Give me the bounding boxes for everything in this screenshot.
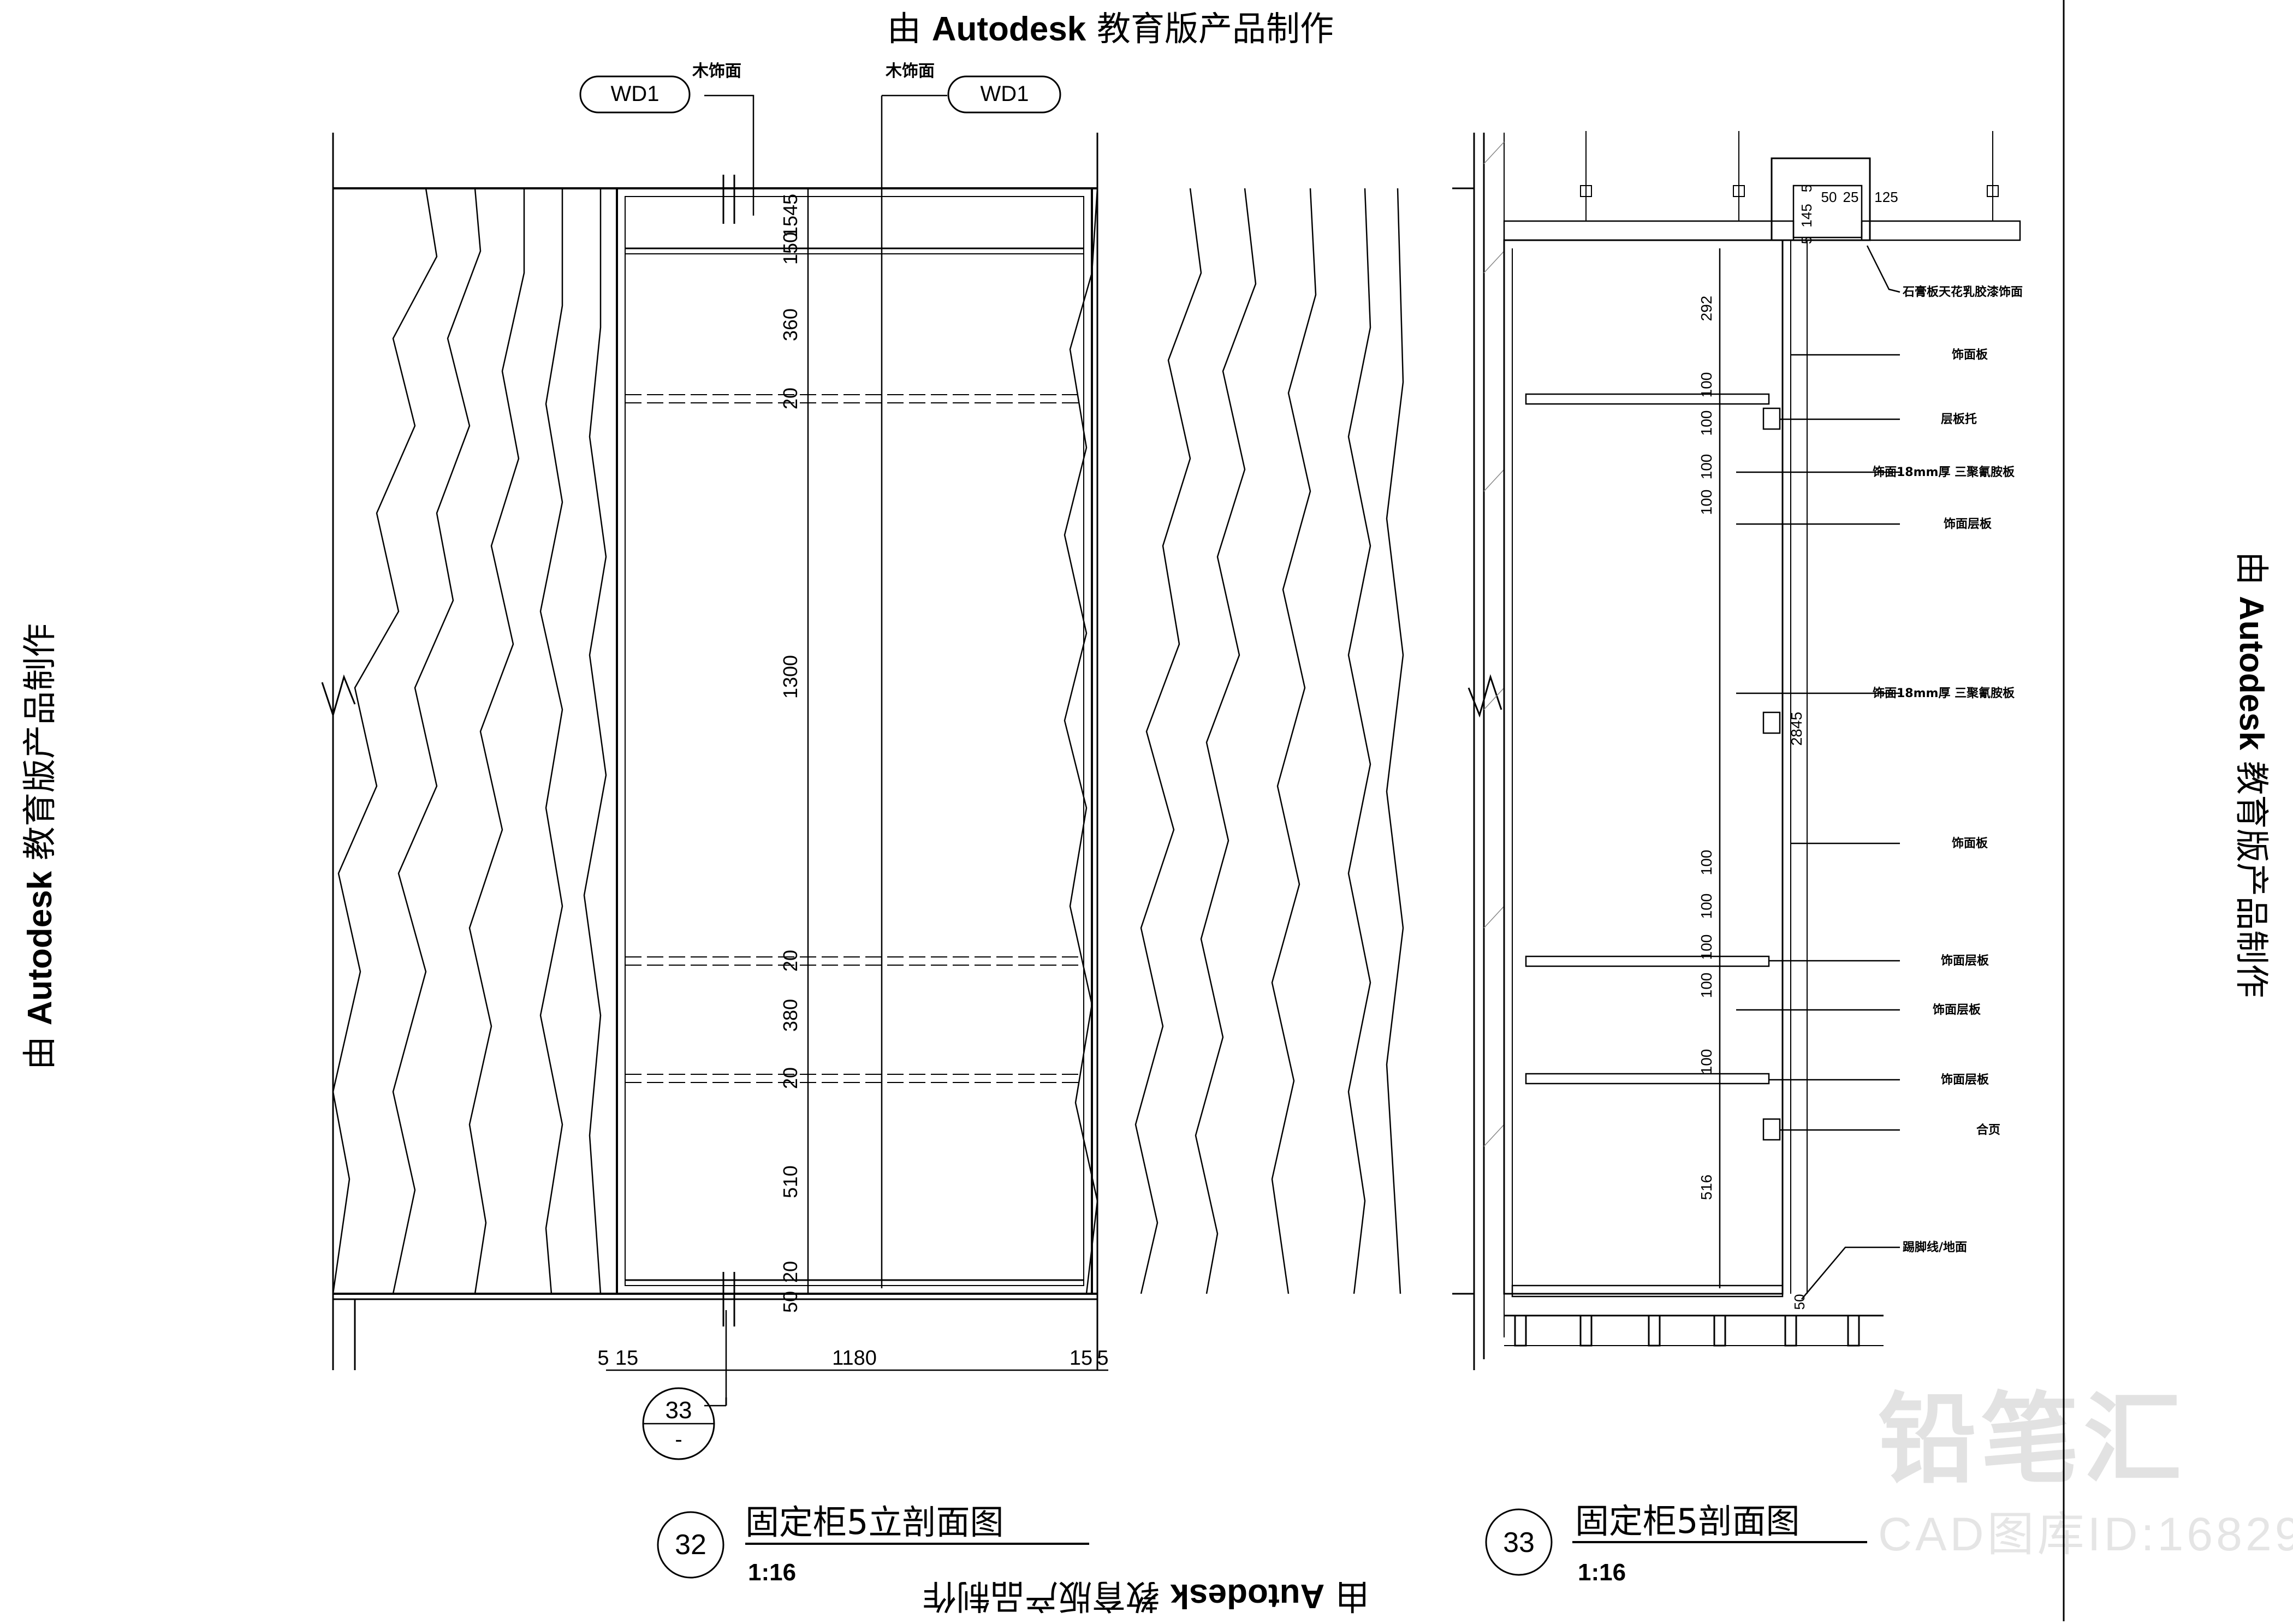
elevation-vertical-dims: 45 15 150 360 20 1300 20 380 20 510 20 5…	[779, 194, 801, 1313]
svg-text:15: 15	[1070, 1347, 1092, 1370]
svg-text:100: 100	[1698, 935, 1715, 960]
svg-text:饰面层板: 饰面层板	[1941, 1073, 1989, 1087]
svg-text:150: 150	[779, 232, 801, 265]
wood-grain-right	[1064, 188, 1404, 1294]
ceiling-box	[1771, 157, 1871, 241]
svg-text:饰面层板: 饰面层板	[1941, 954, 1989, 968]
svg-text:20: 20	[779, 1067, 801, 1089]
svg-text:饰面18mm厚 三聚氰胺板: 饰面18mm厚 三聚氰胺板	[1873, 465, 2015, 479]
section-ref-sheet: -	[675, 1427, 682, 1452]
section-shelves	[1525, 393, 1770, 1085]
svg-text:合页: 合页	[1976, 1123, 2000, 1137]
svg-text:100: 100	[1698, 973, 1715, 998]
svg-text:100: 100	[1698, 454, 1715, 480]
svg-text:5: 5	[1798, 185, 1815, 192]
svg-text:15: 15	[615, 1347, 638, 1370]
svg-text:100: 100	[1698, 850, 1715, 876]
section-ref-number: 33	[666, 1397, 692, 1424]
svg-text:饰面板: 饰面板	[1952, 836, 1988, 850]
title-number-32: 32	[675, 1529, 706, 1561]
svg-text:5: 5	[1798, 236, 1815, 244]
svg-text:100: 100	[1698, 372, 1715, 398]
tag-right-text: WD1	[981, 82, 1029, 106]
svg-text:1180: 1180	[832, 1347, 877, 1370]
elevation-horizontal-dims: 5 15 1180 15 5	[597, 1347, 1108, 1370]
shelf-lines	[625, 394, 1084, 1083]
section-title: 固定柜5剖面图	[1575, 1501, 1799, 1541]
cabinet-inner-frame	[625, 196, 1084, 1286]
svg-text:20: 20	[779, 950, 801, 972]
educational-stamp-bottom: 由 Autodesk 教育版产品制作	[923, 1577, 1369, 1616]
cabinet-section	[1503, 239, 1784, 1295]
svg-text:292: 292	[1698, 296, 1715, 322]
title-circle-33	[1485, 1508, 1553, 1576]
svg-text:380: 380	[779, 999, 801, 1032]
svg-text:50: 50	[1821, 189, 1837, 205]
wall-hatch	[1483, 141, 1505, 1147]
title-circle-32	[657, 1511, 724, 1579]
svg-text:15: 15	[779, 216, 801, 237]
hinge-mid	[1762, 711, 1781, 734]
svg-text:1300: 1300	[779, 655, 801, 699]
svg-text:饰面层板: 饰面层板	[1944, 517, 1992, 531]
title-number-33: 33	[1503, 1527, 1535, 1558]
svg-text:100: 100	[1698, 894, 1715, 919]
watermark-brand: 铅笔汇	[1878, 1385, 2187, 1495]
section-callouts: 石膏板天花乳胶漆饰面 饰面板 层板托 饰面18mm厚 三聚氰胺板 饰面层板 饰面…	[1873, 285, 2023, 1254]
watermark-code: CAD图库ID:16829	[1878, 1508, 2293, 1561]
light-trough	[1792, 185, 1863, 239]
ceiling-board	[1503, 220, 1795, 241]
material-tag-right	[947, 75, 1061, 114]
cabinet-plinth	[1511, 1284, 1784, 1298]
svg-text:20: 20	[779, 388, 801, 409]
elevation-scale: 1:16	[748, 1559, 796, 1586]
tag-left-text: WD1	[611, 82, 660, 106]
svg-text:25: 25	[1843, 189, 1859, 205]
section-bottom-dim: 50	[1791, 1294, 1808, 1310]
svg-text:516: 516	[1698, 1175, 1715, 1200]
callout-leaders	[1736, 245, 1900, 1300]
break-symbol-left	[321, 674, 356, 718]
leader-left	[704, 94, 755, 216]
section-overall-height: 2845	[1788, 712, 1805, 746]
svg-text:100: 100	[1698, 490, 1715, 515]
educational-stamp-right: 由 Autodesk 教育版产品制作	[2232, 551, 2272, 998]
educational-stamp-left: 由 Autodesk 教育版产品制作	[20, 623, 60, 1070]
svg-text:饰面板: 饰面板	[1952, 348, 1988, 362]
svg-text:石膏板天花乳胶漆饰面: 石膏板天花乳胶漆饰面	[1902, 285, 2023, 299]
section-scale: 1:16	[1578, 1559, 1626, 1586]
svg-text:360: 360	[779, 308, 801, 341]
svg-text:层板托: 层板托	[1941, 413, 1977, 426]
hinge-top	[1762, 407, 1781, 430]
svg-text:125: 125	[1874, 189, 1898, 205]
svg-text:510: 510	[779, 1165, 801, 1198]
svg-text:饰面18mm厚 三聚氰胺板: 饰面18mm厚 三聚氰胺板	[1873, 686, 2015, 700]
floor-joists	[1514, 1314, 1860, 1347]
wood-grain-left	[332, 188, 607, 1294]
svg-text:20: 20	[779, 1261, 801, 1283]
svg-text:145: 145	[1798, 204, 1815, 227]
material-left-text: 木饰面	[692, 62, 741, 81]
svg-text:5: 5	[1097, 1347, 1108, 1370]
svg-text:100: 100	[1698, 1049, 1715, 1075]
material-tag-left	[579, 75, 691, 114]
hinge-bottom	[1762, 1118, 1781, 1141]
svg-text:50: 50	[779, 1291, 801, 1313]
section-vertical-dims: 292 100 100 100 100 100 100 100 100 100 …	[1698, 296, 1715, 1200]
svg-text:5: 5	[597, 1347, 609, 1370]
svg-text:45: 45	[779, 194, 801, 216]
svg-text:饰面层板: 饰面层板	[1933, 1003, 1981, 1017]
svg-text:踢脚线/地面: 踢脚线/地面	[1903, 1240, 1967, 1254]
material-right-text: 木饰面	[885, 62, 935, 81]
educational-stamp-top: 由 Autodesk 教育版产品制作	[887, 9, 1334, 49]
elevation-title: 固定柜5立剖面图	[745, 1502, 1003, 1542]
section-top-dims: 50 25 125 5 145 5	[1798, 185, 1898, 244]
svg-text:100: 100	[1698, 411, 1715, 436]
cabinet-frame	[616, 187, 1093, 1295]
ceiling-hangers	[1580, 131, 1999, 221]
